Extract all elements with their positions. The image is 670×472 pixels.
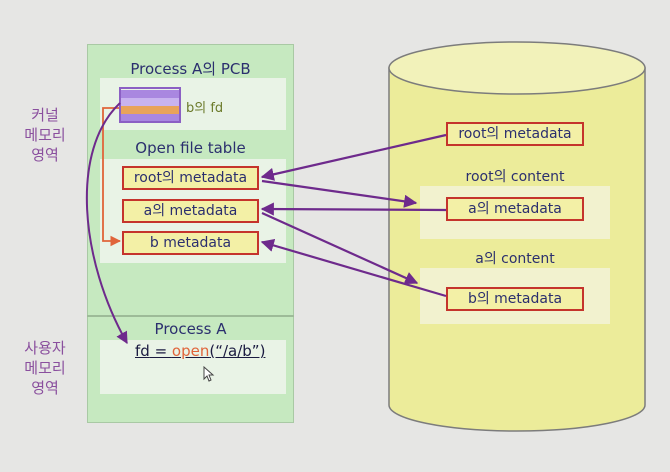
user-memory-label: 사용자 메모리 영역 bbox=[17, 338, 73, 398]
a-content-b-to-oft-b-arrow bbox=[260, 239, 447, 298]
disk-root-metadata: root의 metadata bbox=[446, 122, 584, 146]
user-label-line-2: 메모리 bbox=[24, 359, 66, 377]
process-a-title: Process A bbox=[154, 320, 227, 338]
user-label-line-3: 영역 bbox=[31, 379, 59, 397]
root-content-entry-a-metadata: a의 metadata bbox=[446, 197, 584, 221]
fd-variable: fd bbox=[135, 342, 150, 360]
open-call-code: fd = open(“/a/b”) bbox=[135, 342, 265, 360]
kernel-label-line-2: 메모리 bbox=[24, 126, 66, 144]
mouse-cursor-icon bbox=[203, 365, 215, 386]
disk-root-to-oft-root-arrow bbox=[260, 133, 447, 181]
kernel-user-divider bbox=[87, 315, 294, 317]
root-content-a-to-oft-a-arrow bbox=[260, 202, 447, 216]
a-content-title: a의 content bbox=[475, 251, 555, 267]
root-content-title: root의 content bbox=[465, 169, 565, 185]
kernel-memory-label: 커널 메모리 영역 bbox=[17, 105, 73, 165]
assign-operator: = bbox=[149, 342, 172, 360]
fd-table bbox=[119, 87, 181, 123]
open-call-to-fd-arrow bbox=[85, 102, 128, 345]
process-a-panel bbox=[100, 340, 286, 394]
oft-root-to-root-content-arrow bbox=[261, 179, 418, 208]
kernel-label-line-3: 영역 bbox=[31, 146, 59, 164]
oft-a-to-a-content-arrow bbox=[261, 211, 419, 285]
open-function: open bbox=[171, 342, 210, 360]
oft-entry-a-metadata: a의 metadata bbox=[122, 199, 259, 223]
oft-entry-b-metadata: b metadata bbox=[122, 231, 259, 255]
kernel-label-line-1: 커널 bbox=[31, 106, 59, 124]
user-label-line-1: 사용자 bbox=[24, 339, 66, 357]
fd-label: b의 fd bbox=[186, 101, 224, 116]
fd-slot-1 bbox=[121, 98, 179, 106]
fd-slot-2 bbox=[121, 106, 179, 114]
oft-entry-root-metadata: root의 metadata bbox=[122, 166, 259, 190]
open-arguments: (“/a/b”) bbox=[209, 342, 266, 360]
fd-to-b-metadata-arrow bbox=[102, 107, 122, 247]
fd-slot-0 bbox=[121, 90, 179, 98]
open-file-table-title: Open file table bbox=[135, 139, 246, 157]
a-content-entry-b-metadata: b의 metadata bbox=[446, 287, 584, 311]
fd-slot-3 bbox=[121, 114, 179, 121]
pcb-title: Process A의 PCB bbox=[130, 60, 251, 78]
